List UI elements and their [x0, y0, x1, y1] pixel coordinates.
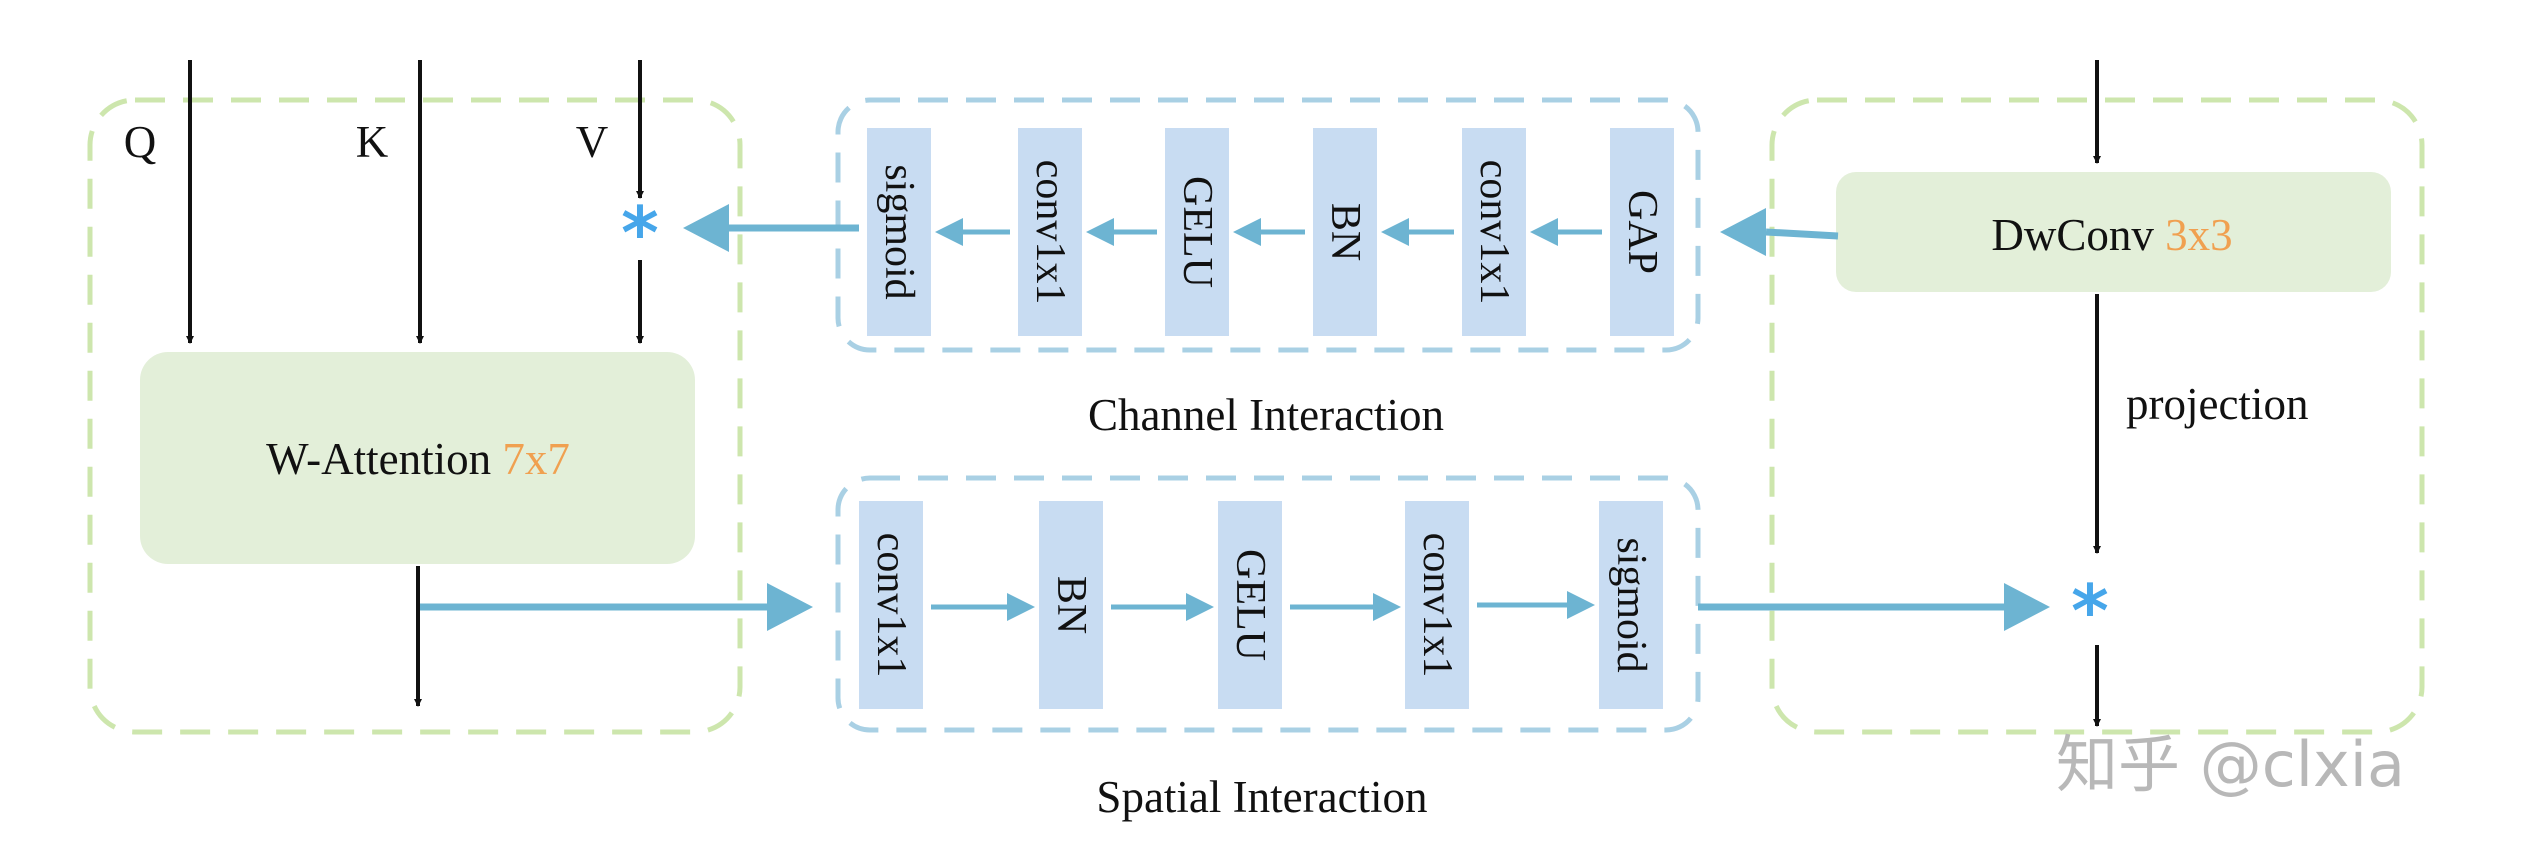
projection-label: projection	[2126, 379, 2308, 429]
dwconv-label: DwConv 3x3	[1991, 210, 2232, 260]
spatial-block-sigmoid-box	[1599, 501, 1663, 709]
spatial-block-conv1x1-box	[1405, 501, 1469, 709]
v-label: V	[576, 117, 609, 167]
spatial-block-conv1x1-label: conv1x1	[1414, 533, 1460, 678]
channel-block-conv1x1: conv1x1	[1018, 128, 1082, 336]
channel-block-gelu-label: GELU	[1174, 176, 1220, 288]
dwconv-to-gap-arrow	[1720, 208, 1839, 256]
v-multiply-operator: *	[621, 191, 659, 275]
spatial-block-bn: BN	[1039, 501, 1103, 709]
channel-block-conv1x1: conv1x1	[1462, 128, 1526, 336]
channel-interaction-group	[835, 97, 1701, 353]
channel-block-gap-box	[1610, 128, 1674, 336]
spatial-arrow-3	[1290, 593, 1401, 621]
spatial-block-bn-label: BN	[1048, 576, 1094, 634]
spatial-block-conv1x1-box	[859, 501, 923, 709]
dwconv-box	[1836, 172, 2391, 292]
spatial-block-conv1x1-label: conv1x1	[868, 533, 914, 678]
channel-block-bn: BN	[1313, 128, 1377, 336]
spatial-block-gelu: GELU	[1218, 501, 1282, 709]
channel-block-gelu: GELU	[1165, 128, 1229, 336]
spatial-block-conv1x1: conv1x1	[1405, 501, 1469, 709]
spatial-to-output-arrow	[1698, 583, 2050, 631]
watermark: 知乎 @clxia	[2056, 728, 2405, 801]
spatial-arrow-2	[1111, 593, 1214, 621]
channel-block-conv1x1-label: conv1x1	[1471, 160, 1517, 305]
w-attention-label: W-Attention 7x7	[266, 434, 570, 484]
blue-connectors	[420, 204, 2050, 631]
w-attention-box	[140, 352, 695, 564]
channel-block-gap-label: GAP	[1619, 190, 1665, 274]
channel-block-conv1x1-box	[1462, 128, 1526, 336]
channel-arrow-2	[1381, 218, 1454, 246]
spatial-arrow-4	[1477, 591, 1595, 619]
channel-interaction-label: Channel Interaction	[1088, 390, 1444, 440]
channel-block-bn-box	[1313, 128, 1377, 336]
channel-block-sigmoid: sigmoid	[867, 128, 931, 336]
channel-block-sigmoid-label: sigmoid	[876, 164, 922, 299]
spatial-interaction-label: Spatial Interaction	[1096, 772, 1427, 822]
spatial-block-gelu-label: GELU	[1227, 549, 1273, 661]
channel-block-gelu-box	[1165, 128, 1229, 336]
k-label: K	[356, 117, 389, 167]
spatial-block-sigmoid-label: sigmoid	[1608, 537, 1654, 672]
channel-block-bn-label: BN	[1322, 203, 1368, 261]
attention-to-spatial-arrow	[420, 583, 813, 631]
spatial-block-sigmoid: sigmoid	[1599, 501, 1663, 709]
channel-arrow-1	[1530, 218, 1602, 246]
channel-block-sigmoid-box	[867, 128, 931, 336]
spatial-arrow-1	[931, 593, 1035, 621]
spatial-block-gelu-box	[1218, 501, 1282, 709]
channel-to-v-arrow	[683, 204, 859, 252]
spatial-block-bn-box	[1039, 501, 1103, 709]
spatial-block-conv1x1: conv1x1	[859, 501, 923, 709]
channel-arrow-3	[1233, 218, 1305, 246]
channel-block-gap: GAP	[1610, 128, 1674, 336]
channel-arrow-4	[1086, 218, 1157, 246]
q-label: Q	[124, 117, 157, 167]
output-multiply-operator: *	[2071, 569, 2109, 653]
channel-arrow-5	[935, 218, 1010, 246]
channel-block-conv1x1-label: conv1x1	[1027, 160, 1073, 305]
channel-block-conv1x1-box	[1018, 128, 1082, 336]
